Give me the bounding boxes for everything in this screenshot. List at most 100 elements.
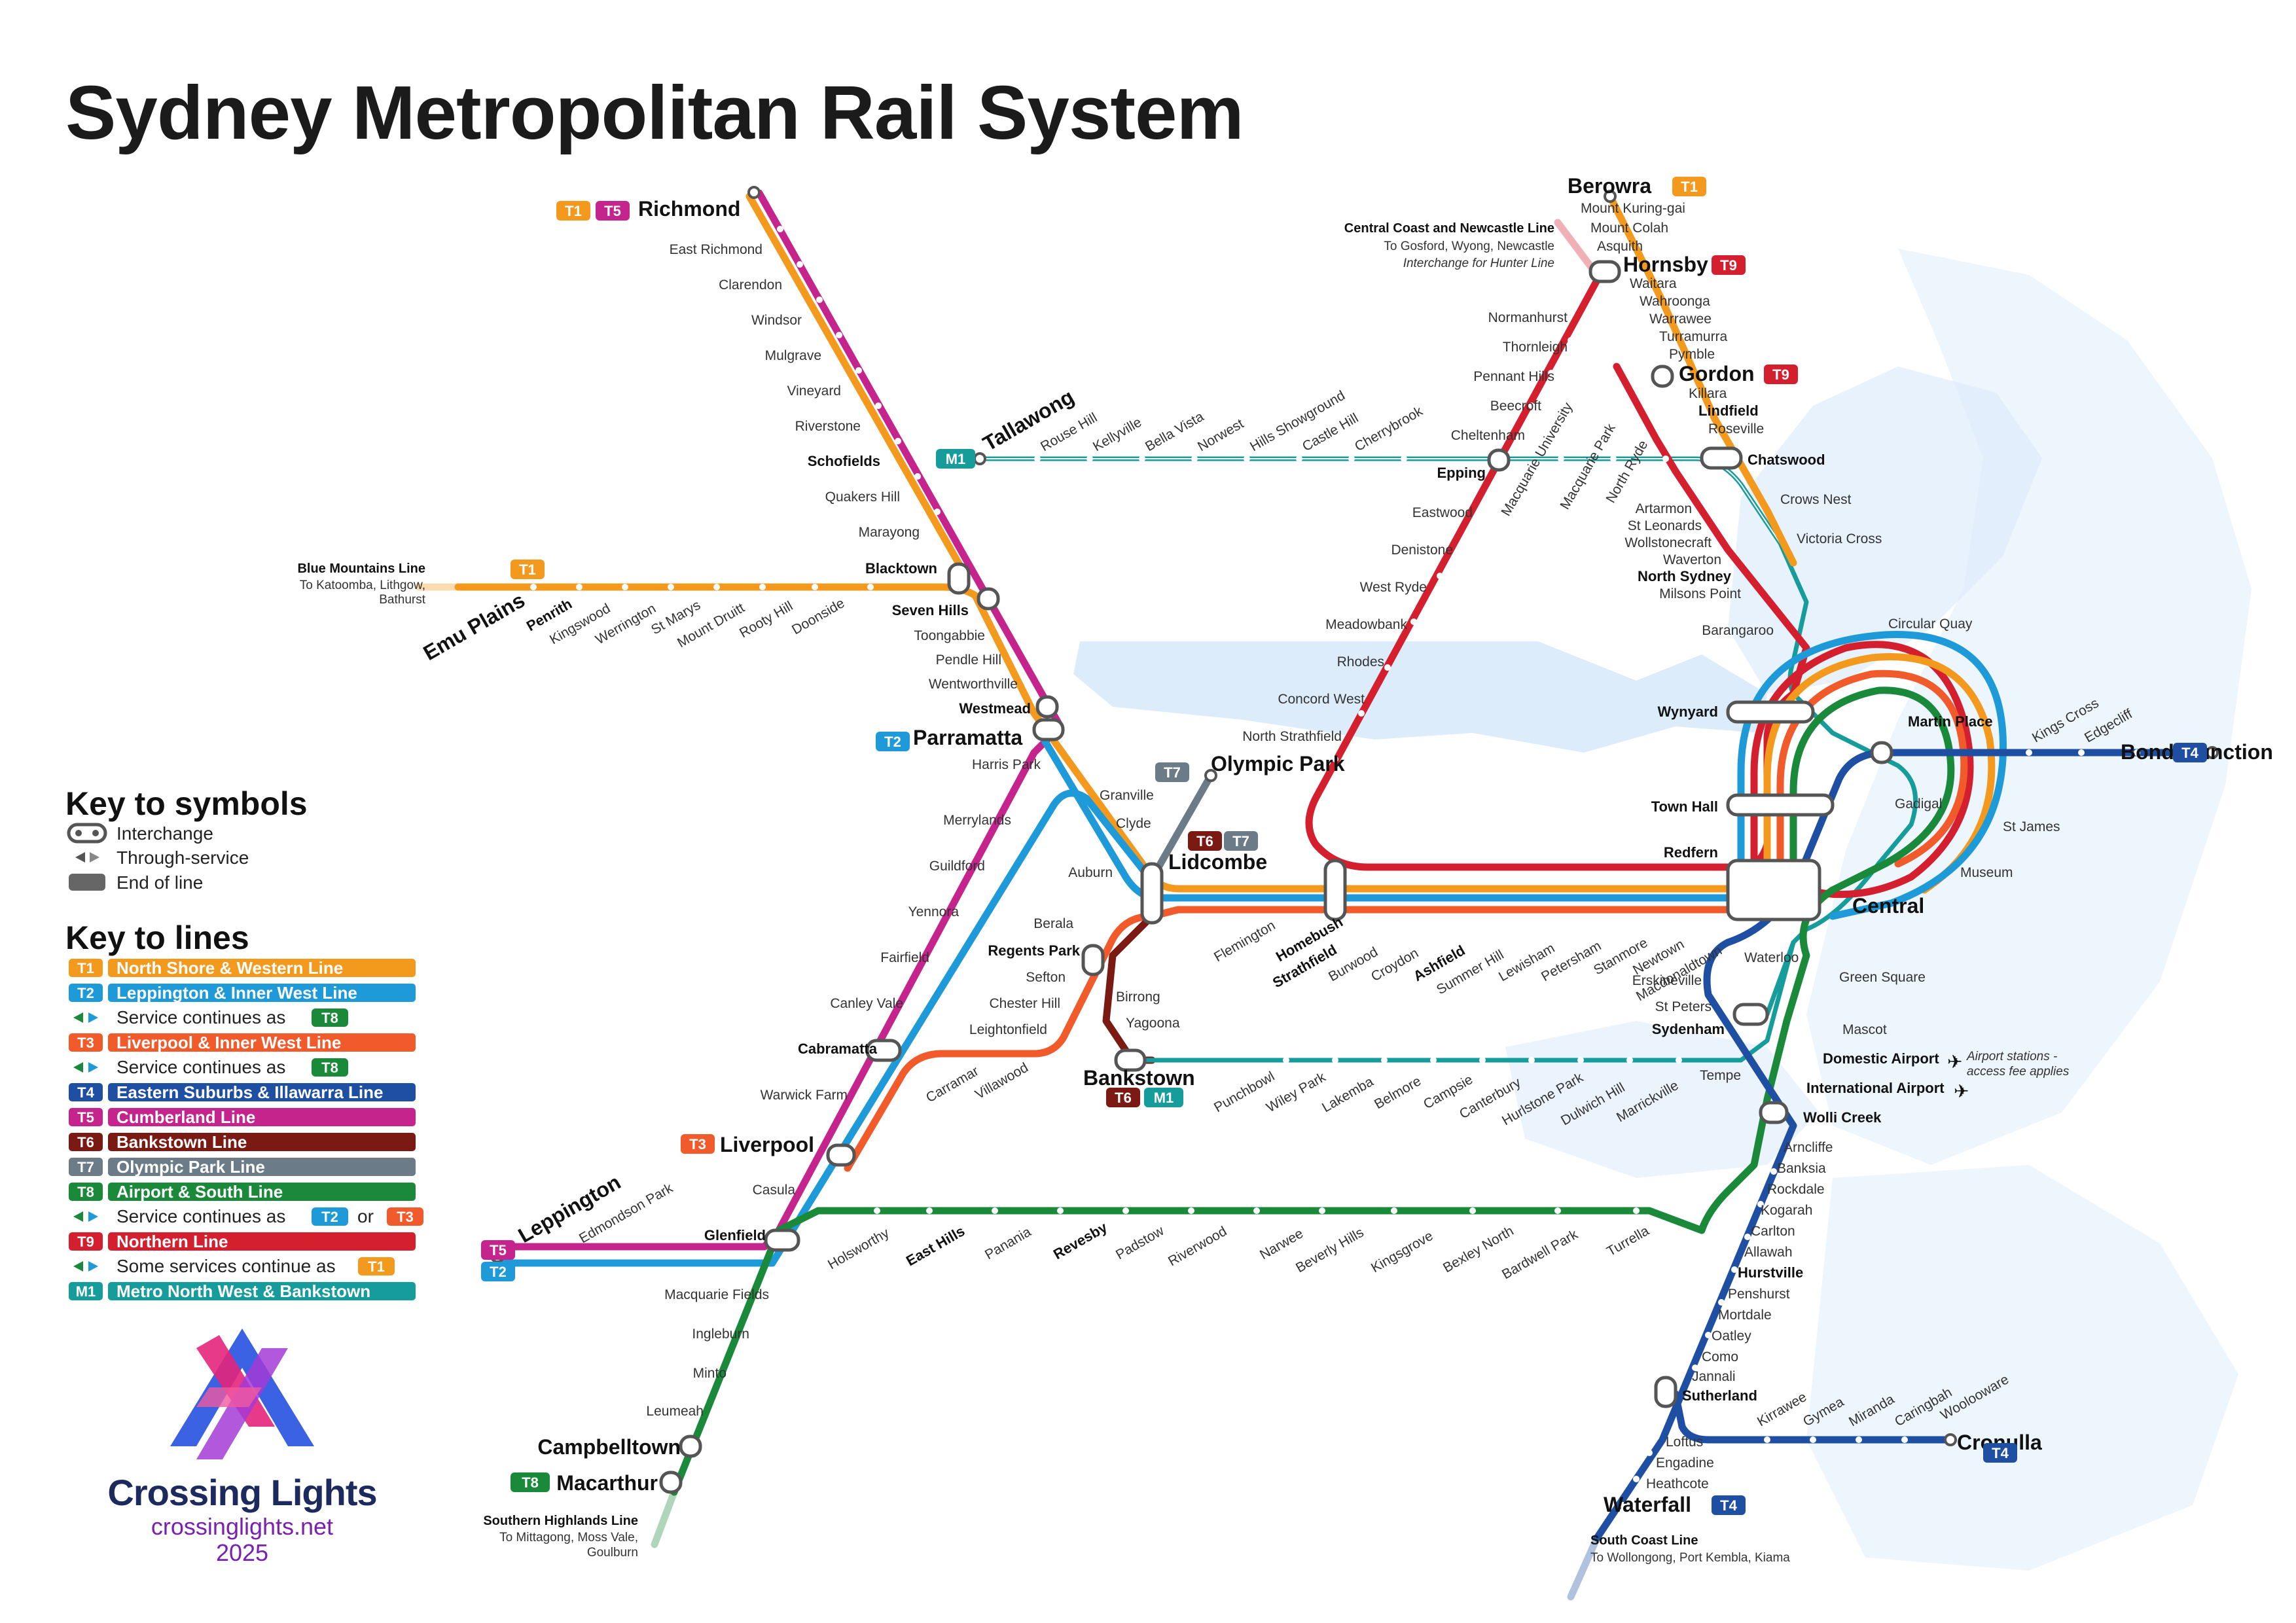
station-st-james: St James [2003, 819, 2060, 834]
key-line-label: Cumberland Line [117, 1107, 255, 1127]
note-blue-mountains-2: Bathurst [379, 593, 425, 607]
interchange-town-hall [1726, 793, 1835, 817]
station-normanhurst: Normanhurst [1488, 310, 1568, 325]
station-victoria-cross: Victoria Cross [1797, 531, 1882, 546]
key-line-code-box [69, 1033, 103, 1052]
key-line-bar [108, 1083, 416, 1101]
note-airport-1: Airport stations - [1966, 1050, 2057, 1063]
station-leumeah: Leumeah [646, 1404, 704, 1419]
key-line-label: Leppington & Inner West Line [117, 983, 357, 1003]
key-line-label: North Shore & Western Line [117, 958, 343, 978]
station-west-ryde: West Ryde [1360, 580, 1427, 595]
map-badges: T1 T5 T1 M1 T2 T7 T6 T7 T1 T9 T9 T4 T4 T… [481, 177, 2207, 1515]
key-line-bar [108, 1183, 416, 1201]
key-end-of-line: End of line [117, 872, 203, 893]
station-dots [530, 226, 2140, 1508]
station-pennant-hills: Pennant Hills [1473, 369, 1554, 384]
station-berowra: Berowra [1568, 174, 1651, 198]
station-regents-park: Regents Park [988, 942, 1080, 959]
key-line-code: T4 [77, 1084, 94, 1101]
key-line-code-box [69, 1183, 103, 1201]
station-tempe: Tempe [1700, 1068, 1741, 1083]
station-vineyard: Vineyard [787, 383, 841, 399]
station-hornsby: Hornsby [1623, 253, 1708, 276]
note-south-coast-1: To Wollongong, Port Kembla, Kiama [1590, 1551, 1790, 1565]
key-line-code: T6 [77, 1134, 94, 1150]
svg-text:T4: T4 [1992, 1445, 2009, 1461]
line-t5 [493, 189, 1064, 1251]
key-interchange: Interchange [117, 823, 213, 844]
brand-name: Crossing Lights [107, 1472, 376, 1513]
interchange-martin-place [1870, 741, 1893, 764]
through-arrow-left-icon [73, 1012, 83, 1023]
station-arncliffe: Arncliffe [1784, 1140, 1833, 1155]
station-waterloo: Waterloo [1744, 950, 1799, 965]
note-blue-mountains-title: Blue Mountains Line [297, 562, 425, 576]
station-flemington: Flemington [1211, 918, 1278, 965]
svg-text:T2: T2 [490, 1264, 507, 1280]
station-milsons-point: Milsons Point [1659, 586, 1741, 601]
station-wahroonga: Wahroonga [1640, 294, 1710, 309]
station-beecroft: Beecroft [1490, 399, 1541, 414]
brand-year: 2025 [216, 1539, 268, 1566]
through-arrow-right-icon [88, 1211, 98, 1222]
station-loftus: Loftus [1666, 1435, 1703, 1450]
station-redfern: Redfern [1664, 844, 1718, 861]
station-artarmon: Artarmon [1636, 501, 1692, 516]
station-town-hall: Town Hall [1651, 798, 1718, 815]
station-warwick-farm: Warwick Farm [761, 1088, 848, 1103]
station-chatswood: Chatswood [1748, 452, 1825, 468]
key-line-code-box [69, 1158, 103, 1176]
key-line-bar [108, 984, 416, 1002]
station-st-leonards: St Leonards [1628, 518, 1702, 533]
key-line-bar [108, 1033, 416, 1052]
line-t7 [1155, 772, 1215, 871]
station-rockdale: Rockdale [1767, 1182, 1825, 1197]
key-line-code: T1 [77, 960, 94, 976]
station-bella-vista: Bella Vista [1143, 409, 1206, 454]
svg-text:T3: T3 [397, 1209, 414, 1225]
end-berowra [1604, 190, 1617, 203]
key-line-row: T1 North Shore & Western Line [69, 958, 416, 978]
line-southern-highlands [651, 1488, 678, 1548]
station-casula: Casula [753, 1183, 796, 1198]
station-berala: Berala [1033, 916, 1073, 931]
station-bankstown: Bankstown [1083, 1066, 1195, 1090]
interchange-glenfield [764, 1228, 800, 1252]
station-martin-place: Martin Place [1908, 713, 1993, 730]
interchanges [659, 260, 1893, 1494]
interchange-blacktown [947, 562, 971, 595]
key-line-code-box [69, 1083, 103, 1101]
through-arrow-left-icon [73, 1062, 83, 1073]
station-sydenham: Sydenham [1652, 1021, 1725, 1037]
interchange-wynyard [1726, 700, 1815, 724]
interchange-hornsby [1588, 260, 1621, 283]
station-lidcombe: Lidcombe [1168, 850, 1267, 874]
station-quakers-hill: Quakers Hill [825, 490, 900, 505]
station-doonside: Doonside [789, 596, 847, 637]
svg-text:T1: T1 [368, 1258, 385, 1275]
station-asquith: Asquith [1597, 239, 1643, 254]
key-lines-heading: Key to lines [65, 919, 249, 956]
key-line-note: Service continues as [117, 1206, 285, 1226]
line-t2-south [493, 789, 1153, 1267]
station-emu-plains: Emu Plains [420, 588, 529, 665]
station-riverstone: Riverstone [795, 419, 861, 434]
station-padstow: Padstow [1113, 1223, 1167, 1263]
interchange-sydenham [1732, 1003, 1769, 1026]
brand-logo [170, 1329, 314, 1459]
key-line-bar [108, 1158, 416, 1176]
station-toongabbie: Toongabbie [914, 628, 985, 643]
interchange-seven-hills [977, 587, 1000, 611]
end-richmond [747, 186, 761, 199]
station-rooty-hill: Rooty Hill [737, 598, 795, 641]
interchange-gordon [1651, 365, 1674, 388]
station-pymble: Pymble [1669, 347, 1715, 362]
station-minto: Minto [693, 1366, 726, 1381]
station-international-airport: International Airport [1806, 1080, 1945, 1096]
station-meadowbank: Meadowbank [1325, 617, 1407, 632]
interchange-regents-park [1081, 944, 1105, 976]
through-arrow-right-icon [88, 1062, 98, 1073]
